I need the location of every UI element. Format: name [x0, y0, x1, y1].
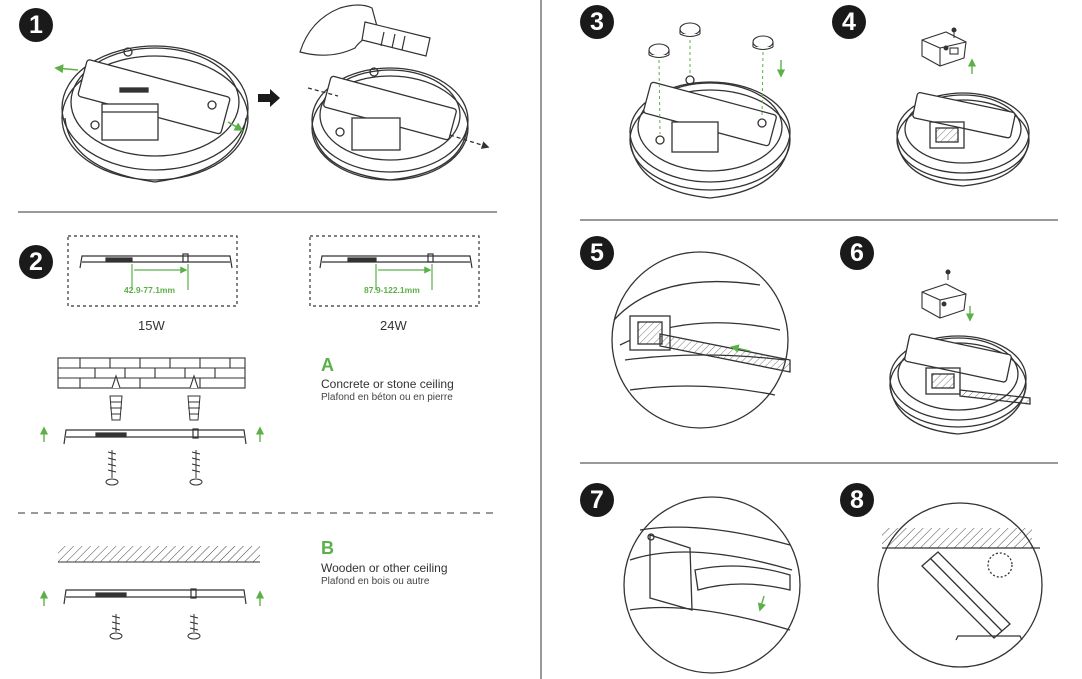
range-24w: 87.9-122.1mm: [364, 285, 420, 295]
step-number-2: 2: [19, 245, 53, 279]
separators: [18, 0, 1058, 679]
mounting-plate-b: [63, 588, 247, 605]
option-b-letter: B: [321, 538, 334, 558]
step8-zoom: [877, 502, 1043, 668]
step5-arrow: [730, 344, 751, 353]
step-number-3: 3: [580, 5, 614, 39]
step1-black-arrow: [258, 89, 280, 107]
option-a-label-fr: Plafond en béton ou en pierre: [321, 392, 453, 403]
step6-lamp: [889, 333, 1031, 435]
step-number-6: 6: [840, 236, 874, 270]
step3-lamp: [629, 75, 791, 199]
step-number-5: 5: [580, 236, 614, 270]
power-15w: 15W: [138, 318, 165, 333]
step3-guides: [658, 40, 764, 135]
ceiling-wood: [58, 546, 260, 562]
step1-lamp-right: [307, 67, 490, 181]
step1-lamp-left: [61, 45, 249, 183]
step3-caps: [648, 22, 774, 59]
step-number-1: 1: [19, 8, 53, 42]
screws-a: [105, 450, 203, 486]
screws-b: [109, 614, 201, 640]
step1-hand: [299, 4, 431, 57]
step5-zoom: [611, 251, 791, 429]
option-a-label-en: Concrete or stone ceiling: [321, 377, 454, 391]
step2-plate-15w: [67, 235, 238, 307]
step-number-7: 7: [580, 483, 614, 517]
step7-zoom: [623, 496, 801, 674]
step7-arrow: [757, 595, 766, 612]
step6-screws: [941, 269, 951, 307]
step-number-8: 8: [840, 483, 874, 517]
option-b-label-en: Wooden or other ceiling: [321, 561, 448, 575]
wall-plugs: [109, 395, 201, 421]
step6-cover: [921, 283, 967, 319]
option-b-label-fr: Plafond en bois ou autre: [321, 576, 430, 587]
step4-screws: [943, 27, 957, 51]
step1-arrow-right-green: [227, 121, 244, 131]
step4-lamp: [896, 92, 1030, 187]
power-24w: 24W: [380, 318, 407, 333]
step-number-4: 4: [832, 5, 866, 39]
step1-arrow-left-green: [54, 64, 79, 74]
step2-plate-24w: [309, 235, 480, 307]
option-a-letter: A: [321, 355, 334, 375]
range-15w: 42.9-77.1mm: [124, 285, 176, 295]
mounting-plate-a: [63, 428, 247, 445]
ceiling-brick: [57, 357, 246, 389]
